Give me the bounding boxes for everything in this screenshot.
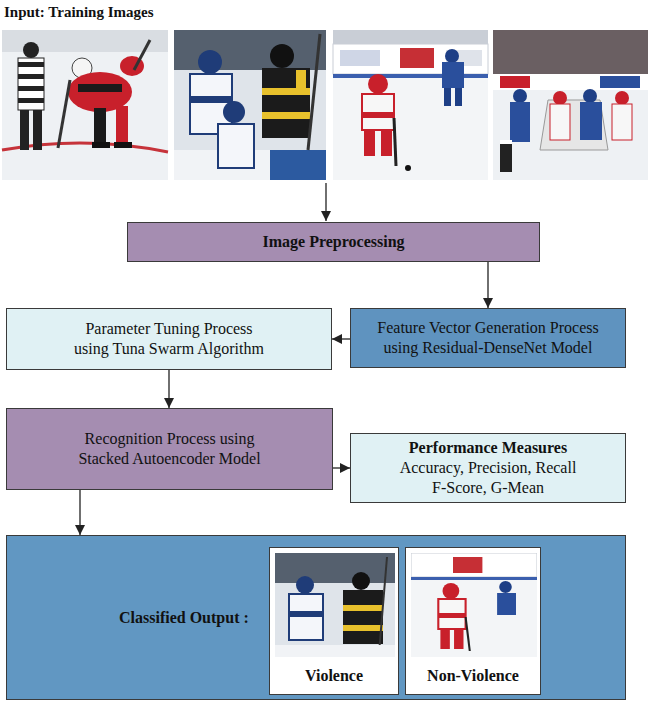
- process-box: Feature Vector Generation Process using …: [350, 308, 626, 368]
- class-photo: [275, 553, 395, 657]
- node-label: Performance Measures: [409, 438, 567, 458]
- class-box: Violence: [269, 547, 399, 695]
- measures-box: Performance MeasuresAccuracy, Precision,…: [350, 433, 626, 503]
- process-box: Parameter Tuning Process using Tuna Swar…: [6, 308, 332, 370]
- node-label: Violence: [305, 666, 363, 686]
- photo-skating: [333, 30, 488, 180]
- node-label: Parameter Tuning Process using Tuna Swar…: [67, 319, 272, 359]
- node-label: Classified Output :: [119, 608, 249, 628]
- flow-arrow: [333, 467, 350, 468]
- diagram-title: Input: Training Images: [4, 4, 153, 21]
- flow-arrow: [168, 370, 169, 408]
- photo-scuffle: [174, 30, 326, 180]
- photo-faceoff: [2, 30, 168, 180]
- image-arrow: [325, 183, 326, 221]
- flow-arrow: [332, 338, 350, 339]
- node-label: Image Preprocessing: [262, 232, 404, 252]
- process-box: Recognition Process using Stacked Autoen…: [6, 408, 333, 490]
- class-photo: [411, 553, 537, 657]
- flow-arrow: [79, 490, 80, 535]
- class-box: Non-Violence: [405, 547, 541, 695]
- node-label: Recognition Process using Stacked Autoen…: [67, 429, 272, 469]
- output-panel: Classified Output : Violence Non-Violence: [6, 535, 626, 700]
- training-photos: [0, 0, 652, 190]
- node-label: Non-Violence: [427, 666, 519, 686]
- node-label: Feature Vector Generation Process using …: [366, 318, 611, 358]
- node-body: Accuracy, Precision, Recall F-Score, G-M…: [391, 458, 585, 498]
- photo-goal-crowd: [493, 30, 648, 180]
- flow-arrow: [487, 262, 488, 308]
- process-box: Image Preprocessing: [127, 222, 540, 262]
